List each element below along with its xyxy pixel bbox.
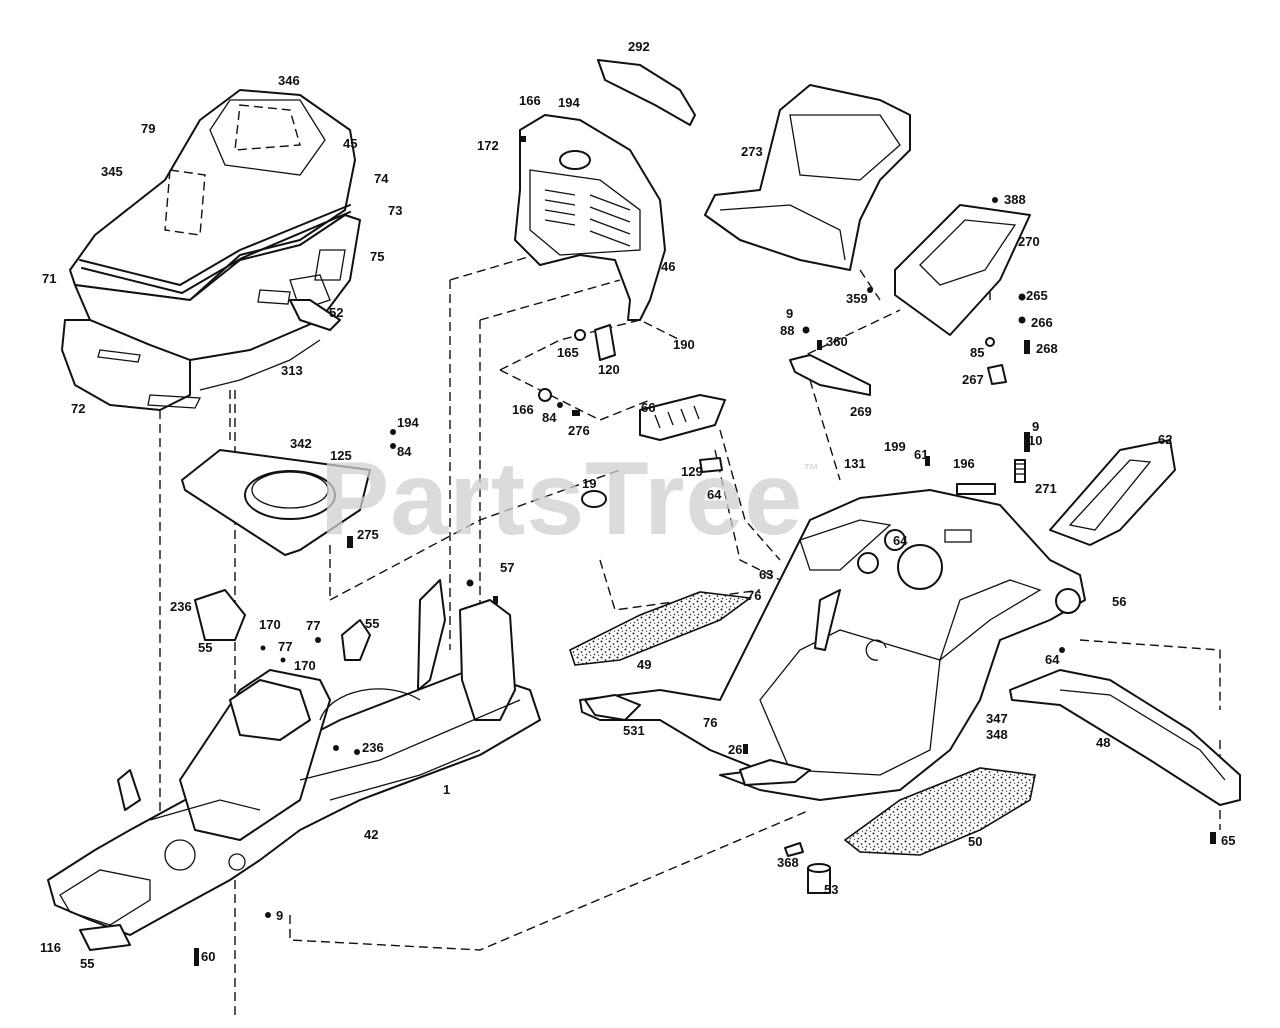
callout-166-lower[interactable]: 166 [512,402,534,417]
callout-64[interactable]: 64 [707,487,722,502]
panel-125 [181,429,396,556]
callout-194-lower[interactable]: 194 [397,415,419,430]
callout-116[interactable]: 116 [40,940,61,955]
callout-388[interactable]: 388 [1004,192,1026,207]
callout-275[interactable]: 275 [357,527,379,542]
trademark-symbol: ™ [803,462,821,479]
callout-266[interactable]: 266 [1031,315,1053,330]
callout-71[interactable]: 71 [42,271,57,286]
callout-9[interactable]: 9 [786,306,794,321]
callout-270[interactable]: 270 [1018,234,1040,249]
callout-61[interactable]: 61 [914,447,929,462]
callout-65[interactable]: 65 [1221,833,1236,848]
callout-79[interactable]: 79 [141,121,156,136]
callout-10[interactable]: 10 [1028,433,1043,448]
callout-269[interactable]: 269 [850,404,872,419]
callout-172[interactable]: 172 [477,138,499,153]
grommet-19 [581,490,607,508]
callout-346[interactable]: 346 [278,73,300,88]
frame-assembly [47,579,541,966]
seat-assembly [704,84,1031,396]
callout-1[interactable]: 1 [443,782,451,797]
callout-77-lower[interactable]: 77 [278,639,293,654]
callout-129[interactable]: 129 [681,464,703,479]
callout-292[interactable]: 292 [628,39,650,54]
callout-199[interactable]: 199 [884,439,906,454]
callout-531[interactable]: 531 [623,723,645,738]
callout-75[interactable]: 75 [370,249,385,264]
callout-60[interactable]: 60 [201,949,216,964]
callout-347[interactable]: 347 [986,711,1008,726]
step-parts [569,439,1241,856]
callout-276[interactable]: 276 [568,423,590,438]
cover-66 [639,394,726,473]
callout-194[interactable]: 194 [558,95,580,110]
callout-125[interactable]: 125 [330,448,352,463]
callout-72[interactable]: 72 [71,401,86,416]
callout-48[interactable]: 48 [1096,735,1111,750]
watermark-text: PartsTree [320,441,804,557]
callout-46[interactable]: 46 [661,259,676,274]
callout-271[interactable]: 271 [1035,481,1057,496]
callout-57[interactable]: 57 [500,560,515,575]
callout-73[interactable]: 73 [388,203,403,218]
callout-196[interactable]: 196 [953,456,975,471]
callout-120[interactable]: 120 [598,362,620,377]
callout-85[interactable]: 85 [970,345,985,360]
callout-26[interactable]: 26 [728,742,743,757]
callout-359[interactable]: 359 [846,291,868,306]
callout-170[interactable]: 170 [259,617,281,632]
callout-268[interactable]: 268 [1036,341,1058,356]
callout-77[interactable]: 77 [306,618,321,633]
callout-76[interactable]: 76 [747,588,762,603]
body-tub [579,489,1086,801]
callout-348[interactable]: 348 [986,727,1008,742]
callout-42[interactable]: 42 [364,827,379,842]
callout-53[interactable]: 53 [824,882,839,897]
callout-56[interactable]: 56 [1112,594,1127,609]
callout-84[interactable]: 84 [542,410,557,425]
dash-panel-assembly [514,59,696,416]
callout-170-lower[interactable]: 170 [294,658,316,673]
callout-66[interactable]: 66 [641,400,656,415]
callout-55-bottom[interactable]: 55 [80,956,95,971]
callout-236-lower[interactable]: 236 [362,740,384,755]
callout-360[interactable]: 360 [826,334,848,349]
callout-50[interactable]: 50 [968,834,983,849]
partstree-watermark: PartsTree™ [320,440,820,559]
callout-84-lower[interactable]: 84 [397,444,412,459]
callout-55-left[interactable]: 55 [198,640,213,655]
callout-55[interactable]: 55 [365,616,380,631]
callout-267[interactable]: 267 [962,372,984,387]
callout-166[interactable]: 166 [519,93,541,108]
callout-273[interactable]: 273 [741,144,763,159]
small-fasteners [743,432,1216,894]
callout-313[interactable]: 313 [281,363,303,378]
callout-49[interactable]: 49 [637,657,652,672]
callout-236[interactable]: 236 [170,599,192,614]
callout-9-frame[interactable]: 9 [276,908,284,923]
callout-19[interactable]: 19 [582,476,597,491]
callout-190[interactable]: 190 [673,337,695,352]
hood-assembly [61,89,361,411]
callout-368[interactable]: 368 [777,855,799,870]
callout-165[interactable]: 165 [557,345,579,360]
callout-265[interactable]: 265 [1026,288,1048,303]
callout-52[interactable]: 52 [329,305,344,320]
callout-9-spring[interactable]: 9 [1032,419,1040,434]
callout-63[interactable]: 63 [759,567,774,582]
callout-45[interactable]: 45 [343,136,358,151]
callout-62[interactable]: 62 [1158,432,1173,447]
callout-131[interactable]: 131 [844,456,866,471]
callout-345[interactable]: 345 [101,164,123,179]
callout-64-fender[interactable]: 64 [1045,652,1060,667]
callout-64-dash[interactable]: 64 [893,533,908,548]
callout-74[interactable]: 74 [374,171,389,186]
callout-76-lower[interactable]: 76 [703,715,718,730]
callout-88[interactable]: 88 [780,323,795,338]
callout-342[interactable]: 342 [290,436,312,451]
